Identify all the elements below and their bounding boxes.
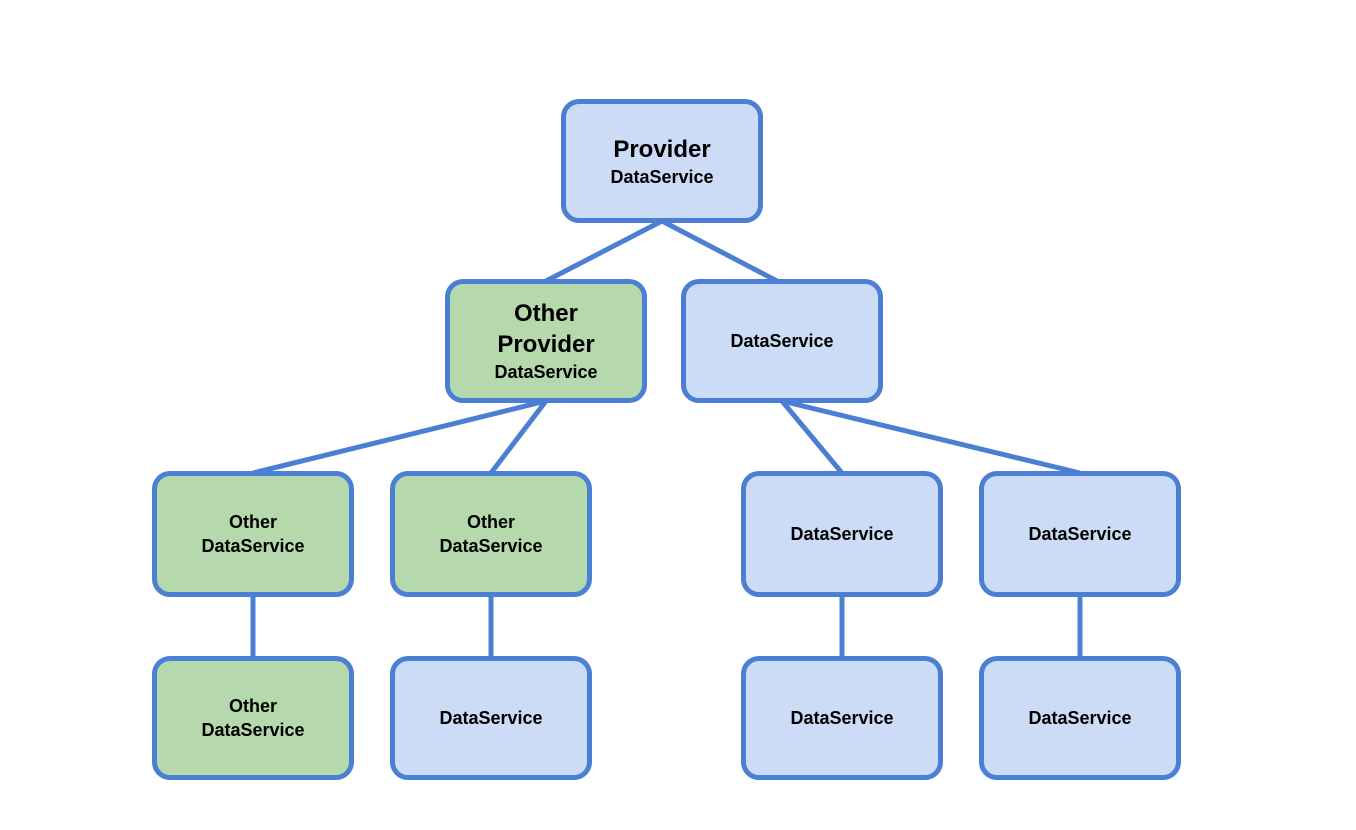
node-ds-leaf-2: DataService bbox=[741, 656, 943, 780]
edge-other-provider-to-other-ds-1 bbox=[252, 398, 547, 476]
node-label: Other bbox=[228, 512, 277, 532]
edge-root-to-other-provider bbox=[544, 218, 664, 284]
edge-ds-mid-to-ds-4 bbox=[781, 398, 1081, 476]
node-label: DataService bbox=[1028, 708, 1132, 728]
node-label: Other bbox=[466, 512, 515, 532]
node-label: DataService bbox=[730, 331, 834, 351]
node-ds-3: DataService bbox=[741, 471, 943, 597]
node-label: DataService bbox=[790, 524, 894, 544]
node-label: DataService bbox=[610, 166, 714, 187]
node-label: DataService bbox=[439, 536, 543, 556]
edge-other-provider-to-other-ds-2 bbox=[489, 399, 548, 475]
node-label: DataService bbox=[201, 536, 305, 556]
edge-root-to-ds-mid bbox=[660, 218, 779, 284]
node-ds-mid: DataService bbox=[681, 279, 883, 403]
edge-ds-mid-to-ds-3 bbox=[780, 399, 844, 475]
node-title: Other bbox=[513, 300, 578, 327]
node-label: DataService bbox=[201, 720, 305, 740]
node-label: DataService bbox=[494, 362, 598, 382]
node-label: DataService bbox=[790, 708, 894, 728]
node-ds-leaf-1: DataService bbox=[390, 656, 592, 780]
node-ds-leaf-3: DataService bbox=[979, 656, 1181, 780]
node-title: Provider bbox=[497, 331, 595, 358]
node-title: Provider bbox=[613, 135, 711, 163]
node-label: Other bbox=[228, 696, 277, 716]
node-label: DataService bbox=[1028, 524, 1132, 544]
node-ds-4: DataService bbox=[979, 471, 1181, 597]
node-label: DataService bbox=[439, 708, 543, 728]
